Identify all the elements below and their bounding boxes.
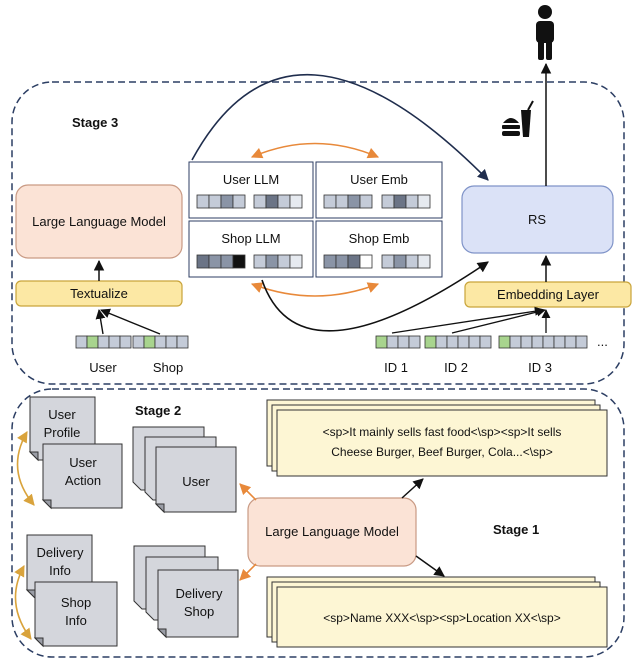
- name-location-text: <sp>Name XXX<\sp><sp>Location XX<\sp>: [323, 611, 561, 625]
- shop-emb-vectors: [323, 254, 431, 269]
- user-emb-panel: [315, 161, 443, 219]
- arrow-id2-to-emb: [451, 307, 546, 334]
- shop-info-note: [33, 581, 118, 648]
- id3-vector: [498, 335, 588, 349]
- stage3-label: Stage 3: [72, 115, 118, 130]
- user-llm-panel: [188, 161, 314, 219]
- delivery-shop-text-1: Delivery: [176, 586, 223, 601]
- navy-curve-user: [191, 73, 489, 181]
- shop-llm-panel: [188, 220, 314, 278]
- delivery-info-text-2: Info: [49, 563, 71, 578]
- user-profile-text-2: Profile: [44, 425, 81, 440]
- id3-label: ID 3: [528, 360, 552, 375]
- user-action-text-2: Action: [65, 473, 101, 488]
- user-stack-text: User: [182, 474, 210, 489]
- stage1-llm-label: Large Language Model: [265, 524, 399, 539]
- shop-info-text-2: Info: [65, 613, 87, 628]
- id1-vector: [375, 335, 421, 349]
- delivery-shop-stack: [133, 545, 239, 639]
- shop-description-line2: Cheese Burger, Beef Burger, Cola...<\sp>: [331, 445, 552, 459]
- shop-llm-label: Shop LLM: [221, 231, 280, 246]
- user-emb-label: User Emb: [350, 172, 408, 187]
- arrow-llm-to-shop-text: [401, 478, 424, 499]
- gold-arrow-user: [16, 431, 35, 506]
- arrow-id1-to-emb: [391, 306, 544, 334]
- stage3-region: [11, 81, 625, 385]
- user-profile-text-1: User: [48, 407, 76, 422]
- user-llm-label: User LLM: [223, 172, 279, 187]
- name-location-stack: [266, 576, 608, 648]
- stage3-llm-label: Large Language Model: [32, 214, 166, 229]
- stage3-llm-box: [15, 184, 183, 259]
- shop-info-text-1: Shop: [61, 595, 91, 610]
- textualize-label: Textualize: [70, 286, 128, 301]
- shop-vector-label: Shop: [153, 360, 183, 375]
- orange-arc-top: [250, 142, 380, 159]
- delivery-info-text-1: Delivery: [37, 545, 84, 560]
- id-ellipsis: ...: [597, 334, 608, 349]
- user-emb-vectors: [323, 194, 431, 209]
- stage2-label: Stage 2: [135, 403, 181, 418]
- rs-label: RS: [528, 212, 546, 227]
- orange-arrow-to-user-stack: [239, 483, 257, 501]
- shop-emb-panel: [315, 220, 443, 278]
- delivery-shop-text-2: Shop: [184, 604, 214, 619]
- shop-description-line1: <sp>It mainly sells fast food<\sp><sp>It…: [323, 425, 562, 439]
- user-stack: [132, 426, 237, 514]
- shop-vector: [132, 335, 189, 349]
- shop-description-stack: [266, 399, 608, 477]
- user-action-note: [41, 443, 123, 510]
- person-icon: [536, 5, 554, 60]
- id2-vector: [424, 335, 492, 349]
- stage1-label: Stage 1: [493, 522, 539, 537]
- embedding-layer-box: [464, 281, 632, 308]
- id1-label: ID 1: [384, 360, 408, 375]
- gold-arrow-shop: [14, 565, 32, 640]
- id2-label: ID 2: [444, 360, 468, 375]
- shop-emb-label: Shop Emb: [349, 231, 410, 246]
- embedding-layer-label: Embedding Layer: [497, 287, 600, 302]
- rs-box: [461, 185, 614, 254]
- food-icon: [502, 100, 534, 137]
- user-vector-label: User: [89, 360, 117, 375]
- arrow-llm-to-name-text: [415, 555, 445, 577]
- stage1-llm-box: [247, 497, 417, 567]
- arrow-shop-to-text: [100, 308, 161, 335]
- orange-arrow-to-shop-stack: [239, 563, 257, 581]
- user-vector: [75, 335, 132, 349]
- arrow-user-to-text: [95, 309, 106, 335]
- black-curve-shop: [261, 261, 489, 332]
- shop-llm-vectors: [196, 254, 303, 269]
- stage12-region: [11, 388, 625, 658]
- orange-arc-bottom: [250, 282, 380, 297]
- user-action-text-1: User: [69, 455, 97, 470]
- user-llm-vectors: [196, 194, 303, 209]
